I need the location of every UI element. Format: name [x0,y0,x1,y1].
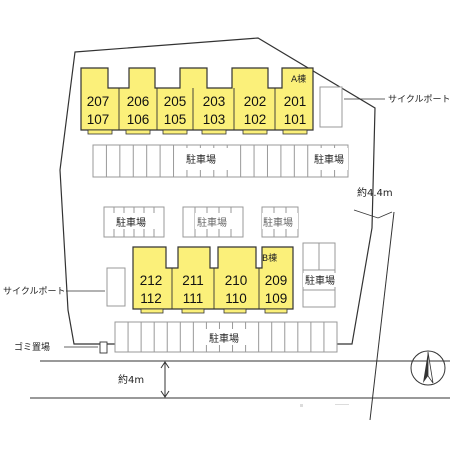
parking-row-bottom: 駐車場 [114,321,338,353]
unit-111: 111 [183,291,204,306]
parking-row-middle: 駐車場 駐車場 駐車場 [103,206,299,238]
building-a-unit-numbers: 207 107 206 106 205 105 203 103 202 102 … [87,94,307,127]
unit-207: 207 [87,94,110,109]
road-width-pointer-east [353,209,393,219]
building-b [132,246,294,310]
parking-label-row-1: 駐車場 [186,153,216,166]
building-a-label: A棟 [291,73,306,85]
unit-110: 110 [225,291,247,306]
unit-205: 205 [164,94,187,109]
unit-101: 101 [284,112,307,127]
unit-211: 211 [182,273,204,288]
garbage-label: ゴミ置場 [14,341,50,353]
unit-203: 203 [203,94,226,109]
parking-label-east: 駐車場 [305,274,335,287]
building-a-balconies [87,129,308,135]
road-texture [300,404,349,407]
unit-107: 107 [87,112,110,127]
parking-label-middle-3: 駐車場 [263,216,293,229]
parking-label-bottom: 駐車場 [209,332,239,345]
building-b-dividers [171,268,260,309]
building-a [80,67,314,131]
unit-102: 102 [244,112,267,127]
unit-212: 212 [140,273,163,288]
road-line-east [369,211,395,421]
cycle-port-west [106,267,126,307]
road-east-width: 約4.4m [357,186,393,199]
road-south-width: 約4m [118,373,144,386]
unit-112: 112 [140,291,162,306]
road-width-arrow-head-bottom [160,390,170,398]
unit-109: 109 [265,291,288,306]
parking-row-1: 駐車場 駐車場 [92,144,349,178]
garbage-area [99,341,108,354]
building-b-balconies [140,308,288,314]
unit-209: 209 [265,273,288,288]
unit-210: 210 [225,273,248,288]
unit-103: 103 [203,112,226,127]
cycle-port-east-label: サイクルポート [388,94,450,105]
property-boundary [59,37,376,345]
building-a-dividers [118,88,276,130]
north-arrow-icon [410,350,446,386]
parking-label-row-1-right: 駐車場 [314,153,344,166]
parking-label-middle-2: 駐車場 [197,216,227,229]
parking-east: 駐車場 [302,242,339,308]
unit-201: 201 [284,94,307,109]
cycle-port-east [319,86,343,128]
building-b-unit-numbers: 212 112 211 111 210 110 209 109 [140,273,288,306]
unit-106: 106 [127,112,150,127]
cycle-port-west-label: サイクルポート [3,286,66,297]
parking-label-middle-1: 駐車場 [116,216,146,229]
road-width-arrow-head-top [160,361,170,369]
building-b-label: B棟 [262,252,277,264]
unit-202: 202 [244,94,267,109]
unit-206: 206 [127,94,150,109]
unit-105: 105 [164,112,187,127]
